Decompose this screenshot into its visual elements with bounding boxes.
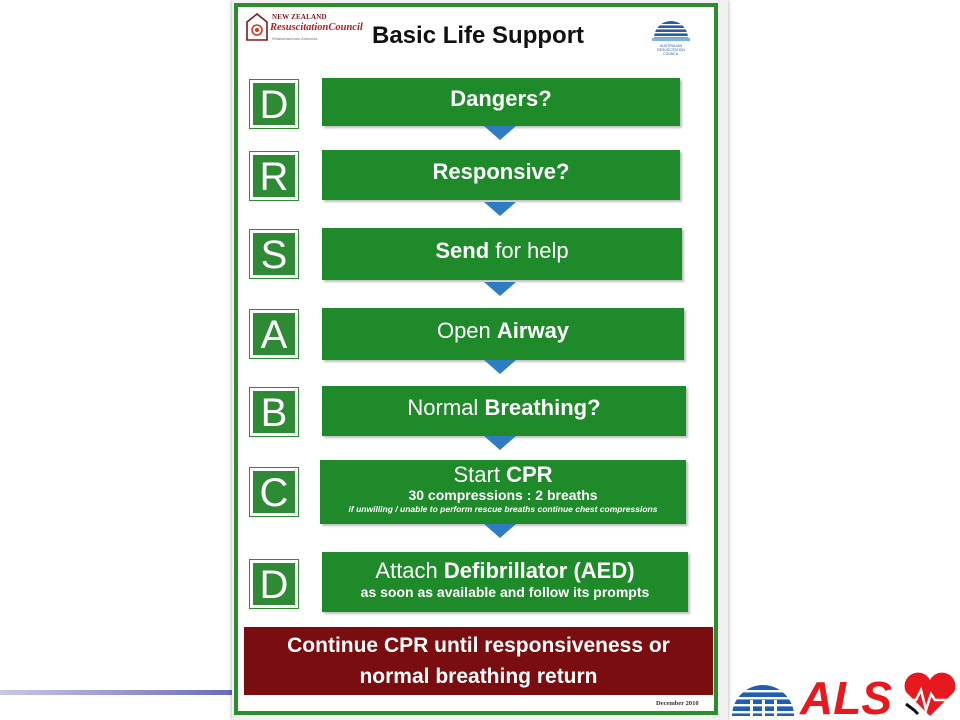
step-responsive: Responsive? xyxy=(322,150,680,200)
nz-logo-line1: NEW ZEALAND xyxy=(272,13,327,21)
continue-cpr-line1: Continue CPR until responsiveness or xyxy=(287,634,670,657)
als-wordmark: ALS xyxy=(799,672,956,720)
flow-arrow-2-icon xyxy=(484,202,516,216)
step-letter-d-defibrillator: D xyxy=(249,559,299,609)
step-cpr-text: Start CPR xyxy=(453,462,553,487)
flow-arrow-3-icon xyxy=(484,282,516,296)
nz-logo-mark-icon xyxy=(246,12,268,41)
step-send-for-help: Send for help xyxy=(322,228,682,280)
flow-arrow-5-icon xyxy=(484,436,516,450)
heart-ecg-icon xyxy=(904,672,956,716)
poster-title: Basic Life Support xyxy=(372,22,585,49)
als-text: ALS xyxy=(799,672,892,720)
flow-arrow-1-icon xyxy=(484,126,516,140)
step-letter-b-breathing: B xyxy=(249,387,299,437)
step-letter-s-send: S xyxy=(249,229,299,279)
poster-date: December 2010 xyxy=(656,700,699,707)
step-letter-d-dangers: D xyxy=(249,79,299,129)
step-defib-note: as soon as available and follow its prom… xyxy=(360,584,650,600)
step-breathing-text: Normal Breathing? xyxy=(407,395,601,420)
step-responsive-text: Responsive? xyxy=(432,159,570,184)
step-letter-a-airway: A xyxy=(249,309,299,359)
als-dome-icon xyxy=(732,685,794,716)
continue-cpr-banner: Continue CPR until responsiveness or nor… xyxy=(244,627,713,695)
step-letter-r-responsive: R xyxy=(249,151,299,201)
continue-cpr-line2: normal breathing return xyxy=(359,665,598,688)
step-normal-breathing: Normal Breathing? xyxy=(322,386,686,436)
arc-caption-line3: COUNCIL xyxy=(663,52,679,56)
flow-arrow-4-icon xyxy=(484,360,516,374)
step-defib-text: Attach Defibrillator (AED) xyxy=(375,558,635,583)
step-attach-defibrillator: Attach Defibrillator (AED) as soon as av… xyxy=(322,552,688,612)
step-letter-c-cpr: C xyxy=(249,467,299,517)
arc-caption-line1: AUSTRALIAN xyxy=(660,44,682,48)
step-start-cpr: Start CPR 30 compressions : 2 breaths if… xyxy=(320,460,686,524)
step-cpr-ratio: 30 compressions : 2 breaths xyxy=(408,487,598,503)
nz-resuscitation-council-logo: NEW ZEALAND ResuscitationCouncil Whakaha… xyxy=(244,12,363,46)
arc-caption-line2: RESUSCITATION xyxy=(657,48,685,52)
step-open-airway: Open Airway xyxy=(322,308,684,360)
als-brand-logo: ALS xyxy=(726,670,960,720)
australian-resuscitation-council-logo: AUSTRALIAN RESUSCITATION COUNCIL xyxy=(648,14,694,64)
slide-underline-bar xyxy=(0,690,232,695)
step-cpr-note: if unwilling / unable to perform rescue … xyxy=(348,504,658,515)
step-airway-text: Open Airway xyxy=(436,318,570,343)
flow-arrow-6-icon xyxy=(484,524,516,538)
step-send-text: Send for help xyxy=(435,238,569,263)
arc-dome-icon xyxy=(652,21,690,41)
nz-logo-line3: Whakahaumaru Aotearoa xyxy=(272,36,318,41)
nz-logo-line2: ResuscitationCouncil xyxy=(270,22,363,33)
step-dangers-text: Dangers? xyxy=(450,86,552,111)
step-dangers: Dangers? xyxy=(322,78,680,126)
arc-logo-caption: AUSTRALIAN RESUSCITATION COUNCIL xyxy=(648,44,694,56)
